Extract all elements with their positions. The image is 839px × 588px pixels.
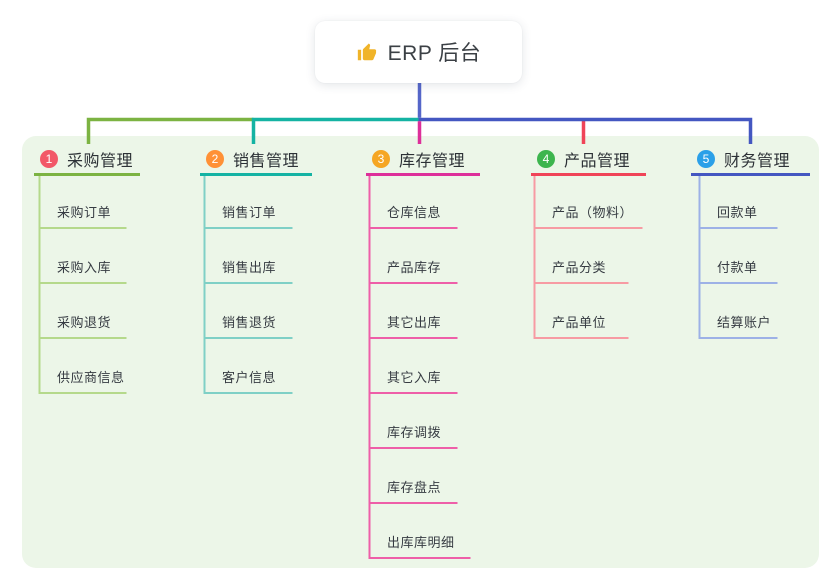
child-node[interactable]: 其它出库: [387, 315, 442, 330]
child-node[interactable]: 产品单位: [552, 315, 607, 330]
child-node[interactable]: 仓库信息: [387, 205, 442, 220]
child-node[interactable]: 付款单: [717, 260, 758, 275]
branches-panel: [22, 136, 819, 568]
branch-number-badge: 1: [40, 150, 58, 168]
child-node[interactable]: 其它入库: [387, 370, 442, 385]
branch-node-2[interactable]: 2 销售管理: [206, 146, 299, 172]
child-node[interactable]: 产品分类: [552, 260, 607, 275]
child-node[interactable]: 销售退货: [222, 315, 277, 330]
branch-number-badge: 4: [537, 150, 555, 168]
branch-node-4[interactable]: 4 产品管理: [537, 146, 630, 172]
root-node[interactable]: ERP 后台: [315, 21, 522, 83]
child-node[interactable]: 采购订单: [57, 205, 112, 220]
child-node[interactable]: 库存调拨: [387, 425, 442, 440]
child-node[interactable]: 产品库存: [387, 260, 442, 275]
root-title: ERP 后台: [387, 42, 482, 65]
branch-label: 销售管理: [233, 153, 300, 170]
branch-number-badge: 5: [697, 150, 715, 168]
branch-label: 产品管理: [564, 153, 631, 170]
child-node[interactable]: 销售订单: [222, 205, 277, 220]
child-node[interactable]: 销售出库: [222, 260, 277, 275]
child-node[interactable]: 产品（物料）: [552, 205, 634, 220]
branch-node-5[interactable]: 5 财务管理: [697, 146, 790, 172]
child-node[interactable]: 回款单: [717, 205, 758, 220]
child-node[interactable]: 出库库明细: [387, 535, 455, 550]
child-node[interactable]: 库存盘点: [387, 480, 442, 495]
thumbs-up-icon: [356, 41, 378, 63]
branch-node-3[interactable]: 3 库存管理: [372, 146, 465, 172]
child-node[interactable]: 采购入库: [57, 260, 112, 275]
branch-number-badge: 3: [372, 150, 390, 168]
child-node[interactable]: 采购退货: [57, 315, 112, 330]
branch-node-1[interactable]: 1 采购管理: [40, 146, 133, 172]
branch-number-badge: 2: [206, 150, 224, 168]
branch-label: 库存管理: [399, 153, 466, 170]
child-node[interactable]: 客户信息: [222, 370, 277, 385]
child-node[interactable]: 结算账户: [717, 315, 772, 330]
branch-label: 采购管理: [67, 153, 134, 170]
child-node[interactable]: 供应商信息: [57, 370, 125, 385]
branch-label: 财务管理: [724, 153, 791, 170]
